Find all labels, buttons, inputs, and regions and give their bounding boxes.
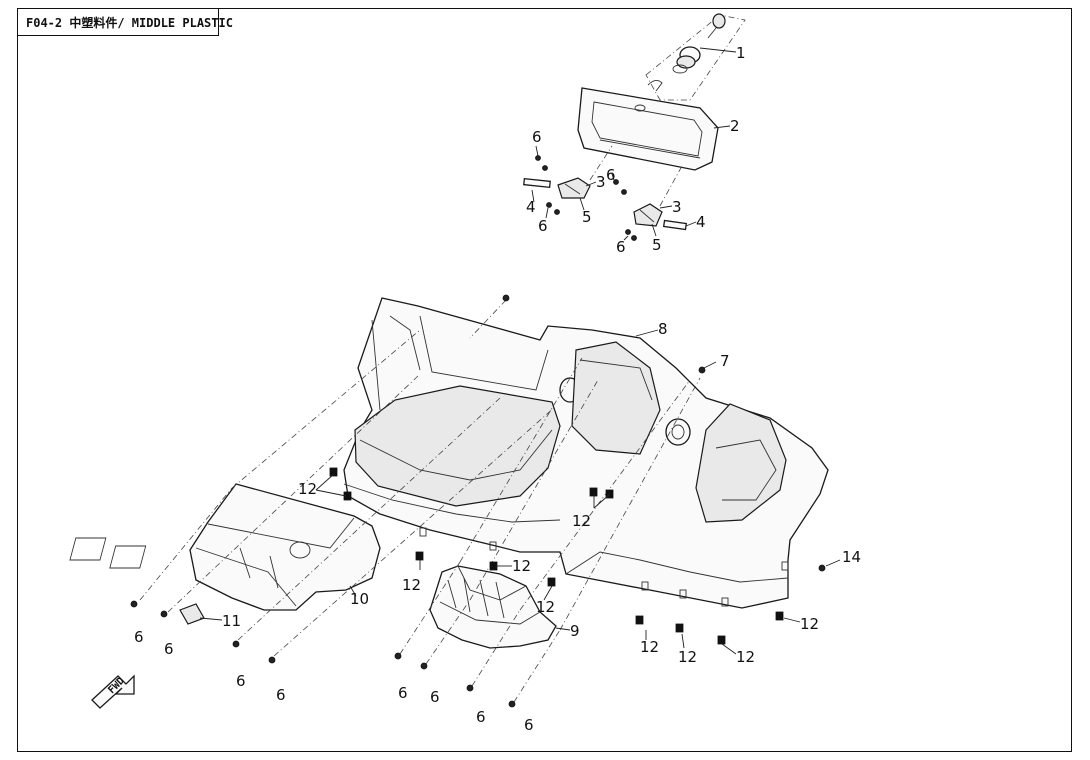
leader-lines [199,47,841,655]
callout-6: 6 [236,672,246,690]
drawing-border [17,8,1072,752]
callout-6: 6 [476,708,486,726]
callout-6: 6 [532,128,542,146]
callout-8: 8 [658,320,668,338]
callout-4: 4 [696,213,706,231]
callout-9: 9 [570,622,580,640]
callout-14: 14 [842,548,861,566]
title-box: F04-2 中塑料件/ MIDDLE PLASTIC [17,8,233,36]
callout-1: 1 [736,44,746,62]
hinge-right[interactable] [633,203,688,231]
part-2-lid-frame[interactable] [577,87,719,171]
callout-3: 3 [672,198,682,216]
callout-6: 6 [606,166,616,184]
callout-6: 6 [524,716,534,734]
part-1-lock-assembly[interactable] [645,13,746,101]
fwd-arrow-icon: FWD [91,674,135,709]
callouts: 1 2 6 3 4 5 6 6 3 4 6 5 8 7 12 12 14 12 … [134,44,861,734]
body-screws [130,294,826,708]
assembly-dash-lines [139,299,701,703]
callout-6: 6 [430,688,440,706]
diagram-title: F04-2 中塑料件/ MIDDLE PLASTIC [26,15,233,30]
callout-7: 7 [720,352,730,370]
callout-5: 5 [582,208,592,226]
callout-12: 12 [572,512,591,530]
callout-6: 6 [398,684,408,702]
callout-5: 5 [652,236,662,254]
callout-12: 12 [678,648,697,666]
part-9-lower-cover[interactable] [429,565,557,649]
callout-2: 2 [730,117,740,135]
callout-12: 12 [640,638,659,656]
callout-6: 6 [134,628,144,646]
hinge-dash-lines [589,145,683,207]
callout-11: 11 [222,612,241,630]
callout-6: 6 [164,640,174,658]
part-10-cover-bin[interactable] [69,483,381,611]
part-11-pad[interactable] [179,603,205,625]
callout-12: 12 [536,598,555,616]
hinge-screws [535,155,637,241]
callout-3: 3 [596,173,606,191]
callout-6: 6 [538,217,548,235]
callout-12: 12 [402,576,421,594]
hinge-left[interactable] [523,177,591,199]
callout-12: 12 [800,615,819,633]
callout-10: 10 [350,590,369,608]
part-8-middle-body[interactable] [343,297,829,609]
callout-12: 12 [298,480,317,498]
callout-6: 6 [276,686,286,704]
callout-12: 12 [512,557,531,575]
callout-12: 12 [736,648,755,666]
callout-4: 4 [526,198,536,216]
callout-6: 6 [616,238,626,256]
